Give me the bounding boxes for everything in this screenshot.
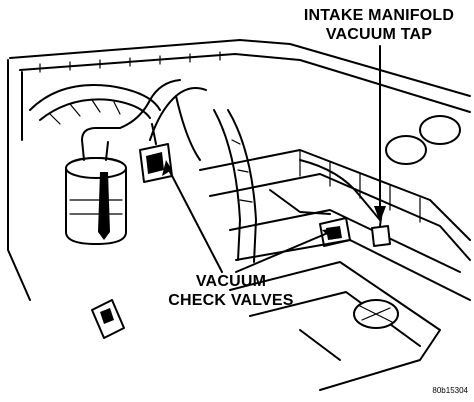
vacuum-reservoir bbox=[65, 127, 127, 245]
intake-manifold bbox=[199, 115, 471, 301]
check-label-line1: VACUUM bbox=[195, 273, 267, 290]
vacuum-hoses bbox=[119, 79, 257, 263]
intake-label-line2: VACUUM TAP bbox=[325, 26, 433, 43]
bracket-small bbox=[91, 299, 125, 339]
intake-label-line1: INTAKE MANIFOLD bbox=[303, 7, 455, 24]
figure-code: 80b15304 bbox=[432, 386, 468, 395]
vacuum-check-valves-label: VACUUM CHECK VALVES bbox=[156, 272, 306, 310]
leader-lines bbox=[162, 45, 386, 273]
check-label-line2: CHECK VALVES bbox=[168, 292, 294, 309]
intake-manifold-vacuum-tap-label: INTAKE MANIFOLD VACUUM TAP bbox=[286, 6, 472, 44]
valve-cover bbox=[229, 261, 441, 391]
check-valve-left bbox=[139, 123, 173, 183]
strut-tower bbox=[29, 84, 161, 125]
